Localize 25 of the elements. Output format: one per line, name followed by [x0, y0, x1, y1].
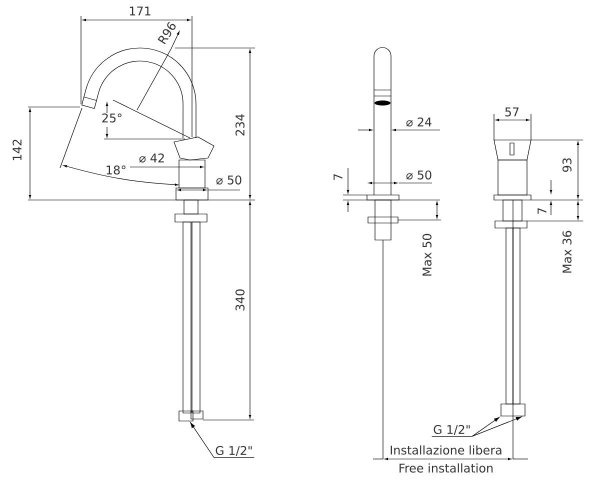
- dimension-label: 142: [12, 140, 22, 160]
- dimension-label: ⌀ 24: [406, 117, 432, 127]
- dimension-label: ⌀ 50: [406, 170, 432, 180]
- dimension-label: 93: [562, 158, 572, 172]
- dimension-label: 171: [130, 6, 150, 16]
- dimension-label: Free installation: [400, 463, 493, 473]
- fitting-nut: [178, 410, 194, 422]
- dimension-label: 57: [505, 108, 519, 116]
- leader-line: [190, 422, 255, 458]
- dimension-label: 25°: [102, 113, 122, 123]
- dimension-label: 7: [538, 208, 546, 214]
- leader-line: [472, 416, 522, 437]
- dimension-label: 18°: [106, 165, 126, 175]
- dimension-label: ⌀ 42: [139, 153, 164, 163]
- fitting-nut: [500, 404, 526, 416]
- dimension-label: Max 50: [422, 234, 432, 276]
- dimension-label: Max 36: [562, 230, 572, 273]
- leader-line: [432, 416, 500, 437]
- dimension-label: 234: [235, 114, 245, 136]
- dimension-label: 340: [235, 289, 245, 310]
- dimension-label: ⌀ 50: [216, 175, 242, 185]
- callout-label: G 1/2": [434, 425, 470, 435]
- dimension-label: Installazione libera: [390, 445, 502, 455]
- callout-label: G 1/2": [216, 446, 252, 456]
- dimension-label: 7: [334, 174, 342, 180]
